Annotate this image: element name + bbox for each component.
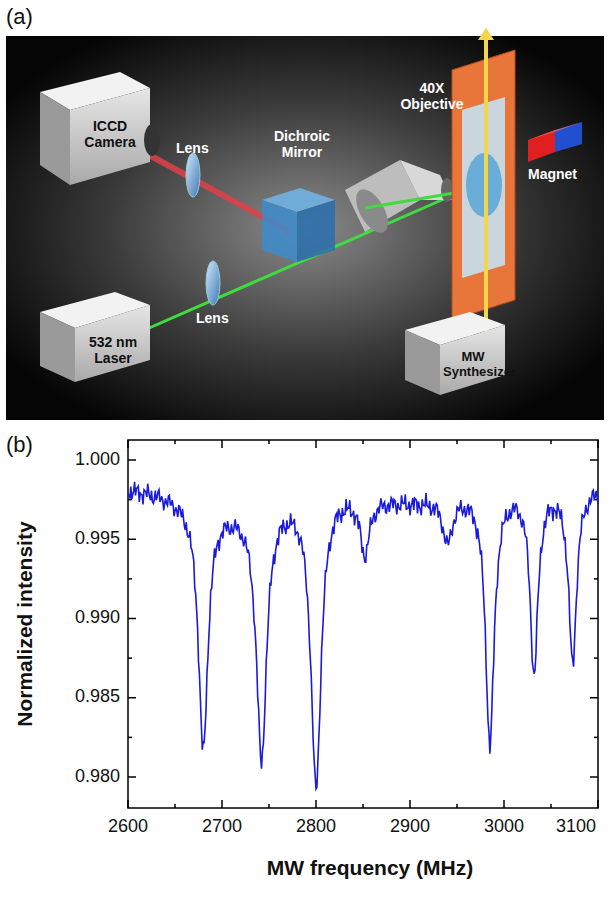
panel-label: (b): [6, 432, 56, 457]
y-tick-label: 1.000: [52, 449, 120, 470]
y-tick-label: 0.980: [52, 766, 120, 787]
component-label: 532 nm Laser: [80, 334, 146, 366]
mw-synthesizer-box: [405, 312, 505, 395]
component-label: Magnet: [528, 166, 598, 182]
y-tick-label: 0.995: [52, 528, 120, 549]
x-tick-label: 3000: [474, 816, 534, 837]
lens: [186, 153, 200, 197]
component-label: MW Synthesizer: [443, 350, 503, 380]
component-label: Lens: [176, 140, 226, 156]
green-beam: [140, 192, 460, 332]
x-tick-label: 2600: [98, 816, 158, 837]
axis-ticks: [128, 440, 598, 808]
y-tick-label: 0.985: [52, 686, 120, 707]
x-tick-label: 2700: [192, 816, 252, 837]
x-tick-label: 3100: [546, 816, 606, 837]
laser-box: [40, 292, 150, 382]
component-label: 40X Objective: [392, 80, 472, 112]
y-tick-label: 0.990: [52, 607, 120, 628]
magnet: [528, 122, 582, 162]
axis-title: MW frequency (MHz): [190, 856, 550, 880]
x-tick-label: 2900: [380, 816, 440, 837]
x-tick-label: 2800: [286, 816, 346, 837]
objective: [345, 160, 453, 238]
dichroic-mirror: [262, 188, 335, 262]
dark-background: [6, 36, 604, 420]
lens: [206, 261, 220, 305]
component-label: Dichroic Mirror: [262, 128, 342, 160]
axis-title: Normalized intensity: [13, 504, 37, 744]
component-label: Lens: [196, 310, 246, 326]
sample-holder: [452, 28, 515, 347]
plot-frame: [128, 440, 598, 808]
odmr-spectrum: [128, 482, 598, 789]
iccd-camera: [40, 72, 160, 185]
component-label: ICCD Camera: [74, 118, 146, 150]
panel-label: (a): [6, 4, 56, 29]
